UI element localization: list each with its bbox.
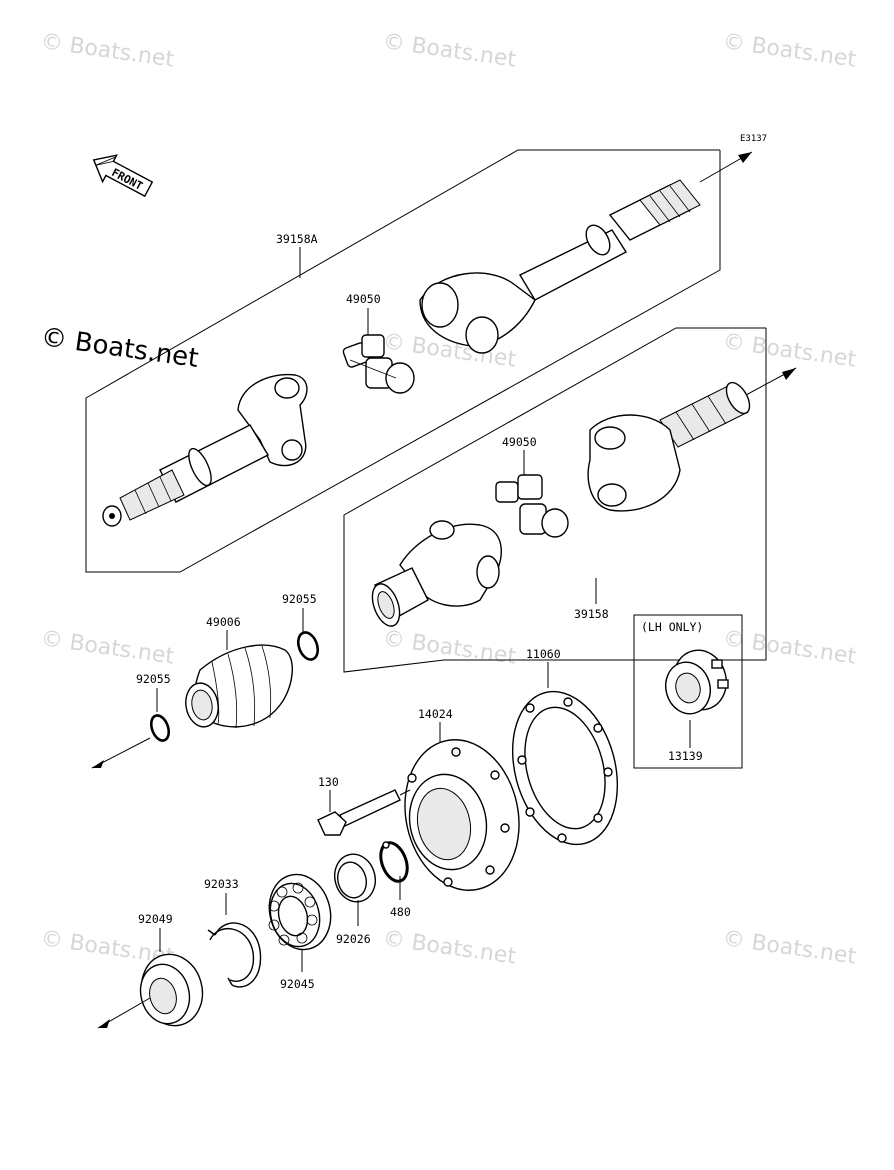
arrowhead <box>92 760 104 768</box>
washer <box>334 853 376 903</box>
watermark: © Boats.net <box>39 626 176 669</box>
label-92033: 92033 <box>204 877 239 891</box>
arrowhead <box>782 368 796 380</box>
assembly-frame-39158A <box>85 149 721 573</box>
snap-ring <box>379 841 409 883</box>
watermark: © Boats.net <box>721 29 858 72</box>
arrowhead <box>98 1019 110 1028</box>
front-arrow-icon: FRONT <box>92 154 154 198</box>
label-49050-lower: 49050 <box>502 435 537 449</box>
label-49006: 49006 <box>206 615 241 629</box>
drive-shaft-outer <box>419 179 701 354</box>
lh-only-box <box>633 614 743 769</box>
label-49050-upper: 49050 <box>346 292 381 306</box>
lh-only-label: (LH ONLY) <box>641 620 703 634</box>
label-39158A: 39158A <box>276 232 318 246</box>
watermark: © Boats.net <box>39 29 176 72</box>
cv-boot <box>185 644 293 729</box>
watermark-primary: © Boats.net <box>39 322 200 374</box>
part-13139 <box>665 649 729 715</box>
watermark: © Boats.net <box>381 926 518 969</box>
oil-seal <box>139 953 204 1027</box>
diagram-code: E3137 <box>740 134 767 144</box>
watermark: © Boats.net <box>721 926 858 969</box>
label-92026: 92026 <box>336 932 371 946</box>
watermark: © Boats.net <box>721 329 858 372</box>
drive-shaft-inner-lower <box>371 520 502 627</box>
label-39158: 39158 <box>574 607 609 621</box>
label-14024: 14024 <box>418 707 453 721</box>
o-ring <box>149 714 171 742</box>
o-ring <box>296 631 320 661</box>
label-92045: 92045 <box>280 977 315 991</box>
label-13139: 13139 <box>668 749 703 763</box>
assembly-frame-39158 <box>343 327 767 673</box>
watermark: © Boats.net <box>381 626 518 669</box>
hub-housing <box>404 739 520 891</box>
drive-shaft-outer-lower <box>587 381 751 512</box>
circlip <box>207 922 262 988</box>
bolt <box>317 789 411 836</box>
drive-shaft-inner <box>102 373 308 527</box>
label-480: 480 <box>390 905 411 919</box>
label-92049: 92049 <box>138 912 173 926</box>
label-92055-upper: 92055 <box>282 592 317 606</box>
universal-joint-cross-upper <box>342 334 415 394</box>
label-11060: 11060 <box>526 647 561 661</box>
label-92055-lower: 92055 <box>136 672 171 686</box>
arrowhead <box>738 152 752 163</box>
gasket <box>511 690 619 846</box>
universal-joint-cross-lower <box>495 474 569 538</box>
ball-bearing <box>268 873 332 951</box>
label-130: 130 <box>318 775 339 789</box>
watermark: © Boats.net <box>381 29 518 72</box>
